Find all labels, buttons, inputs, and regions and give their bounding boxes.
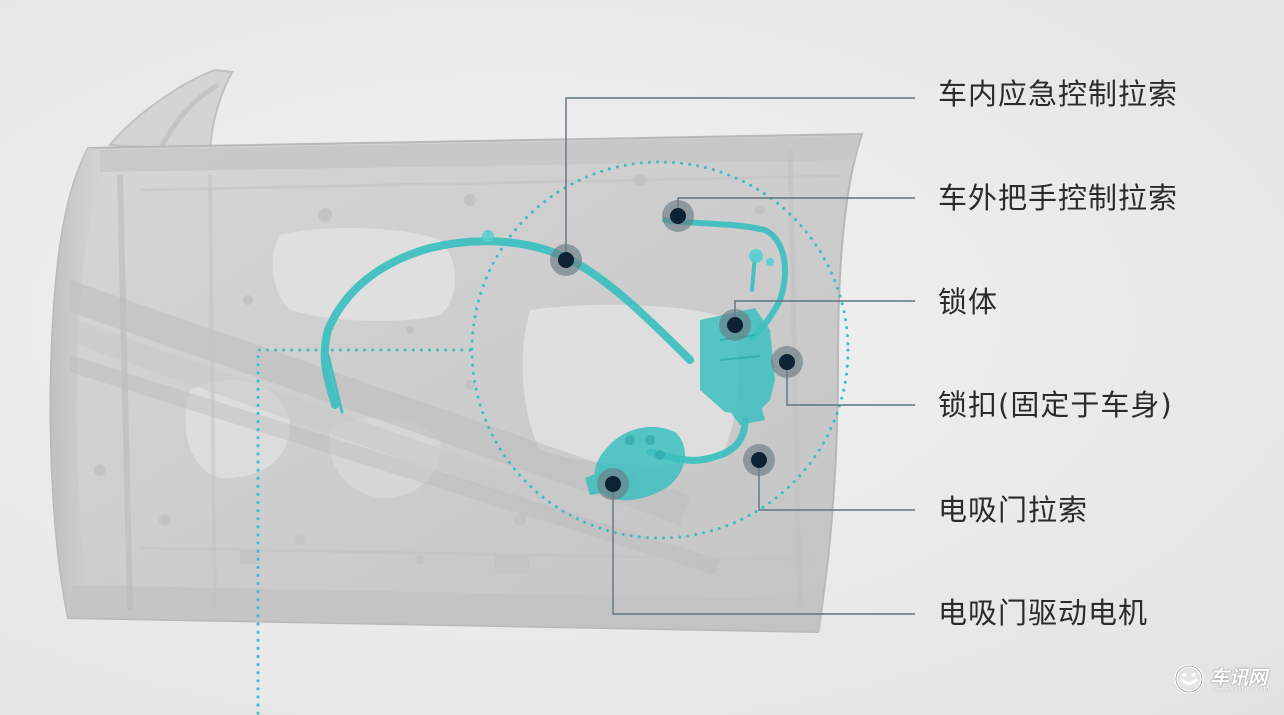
marker-2 <box>719 309 751 341</box>
cables <box>320 217 788 464</box>
label-striker: 锁扣(固定于车身) <box>938 388 1173 422</box>
markers <box>550 200 803 500</box>
marker-4 <box>743 444 775 476</box>
watermark-subtext: CHEXUN.COM <box>1212 685 1271 693</box>
watermark-logo: 车讯网 CHEXUN.COM <box>1170 662 1278 696</box>
leader-line-5 <box>612 484 915 615</box>
label-soft-close-motor: 电吸门驱动电机 <box>938 596 1149 630</box>
lock-body-shape <box>700 308 775 425</box>
marker-5 <box>597 468 629 500</box>
leader-line-4 <box>758 460 915 511</box>
label-interior-emergency-cable: 车内应急控制拉索 <box>938 77 1179 111</box>
window-frame-inner <box>157 82 220 152</box>
marker-3 <box>771 346 803 378</box>
leader-line-0 <box>565 97 915 260</box>
label-soft-close-cable: 电吸门拉索 <box>938 493 1089 527</box>
watermark-text: 车讯网 <box>1210 667 1268 689</box>
window-frame <box>108 68 234 151</box>
label-lock-body: 锁体 <box>938 285 999 319</box>
dotted-leader <box>256 348 472 715</box>
highlight-circle <box>470 160 850 540</box>
logo-icon <box>1174 664 1204 694</box>
marker-1 <box>662 200 694 232</box>
label-exterior-handle-cable: 车外把手控制拉索 <box>938 181 1179 215</box>
marker-0 <box>550 244 582 276</box>
